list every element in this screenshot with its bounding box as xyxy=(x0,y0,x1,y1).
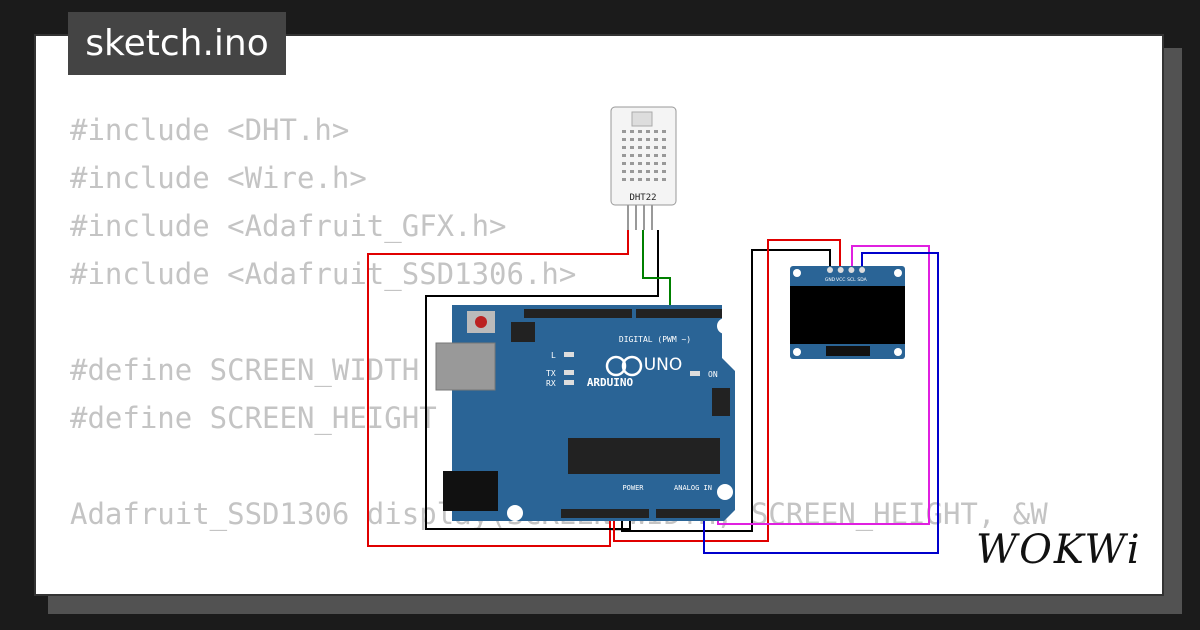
oled-pin[interactable] xyxy=(837,267,844,273)
usb-port xyxy=(435,342,496,391)
oled-pin[interactable] xyxy=(848,267,855,273)
wire-black-dht xyxy=(425,230,659,530)
oled-pin[interactable] xyxy=(827,267,833,273)
code-line: #include <Wire.h> xyxy=(70,161,367,195)
oled-pin-label: VCC xyxy=(836,277,845,283)
code-line: #include <Adafruit_GFX.h> xyxy=(70,209,507,243)
wire-green-data xyxy=(642,230,671,318)
model-label: UNO xyxy=(644,355,683,375)
on-label: ON xyxy=(708,370,718,379)
brand-label: ARDUINO xyxy=(587,376,634,389)
l-label: L xyxy=(551,351,556,360)
oled-screen xyxy=(790,286,905,344)
atmega-chip xyxy=(568,438,720,474)
arduino-uno-board[interactable]: DIGITAL (PWM ~) ARDUINO UNO ON L TX RX P… xyxy=(435,305,735,521)
tx-label: TX xyxy=(546,369,556,378)
wire-red-oled xyxy=(613,239,841,542)
wire-blue-sda xyxy=(703,252,939,554)
digital-label: DIGITAL (PWM ~) xyxy=(619,335,691,344)
power-jack xyxy=(443,471,498,511)
sketch-filename: sketch.ino xyxy=(68,12,286,75)
code-line: #include <Adafruit_SSD1306.h> xyxy=(70,257,577,291)
oled-pin[interactable] xyxy=(859,267,866,273)
dht22-sensor[interactable]: DHT22 xyxy=(610,106,677,230)
oled-pin-label: SDA xyxy=(857,277,867,283)
wire-black-oled xyxy=(621,249,831,532)
dht22-label: DHT22 xyxy=(629,193,656,203)
analog-label: ANALOG IN xyxy=(674,484,712,492)
wire-red-dht xyxy=(367,230,629,547)
oled-pin-label: SCL xyxy=(847,277,856,283)
code-line: #include <DHT.h> xyxy=(70,113,350,147)
code-line: #define SCREEN_WIDTH xyxy=(70,353,420,387)
rx-label: RX xyxy=(546,379,556,388)
power-label: POWER xyxy=(622,484,644,492)
wire-magenta-scl xyxy=(717,245,930,525)
code-background: #include <DHT.h> #include <Wire.h> #includ… xyxy=(70,106,1048,538)
code-line: #define SCREEN_HEIGHT xyxy=(70,401,437,435)
wokwi-logo: WOKWi xyxy=(976,527,1142,573)
wires xyxy=(367,230,939,554)
oled-pin-label: GND xyxy=(825,277,836,283)
